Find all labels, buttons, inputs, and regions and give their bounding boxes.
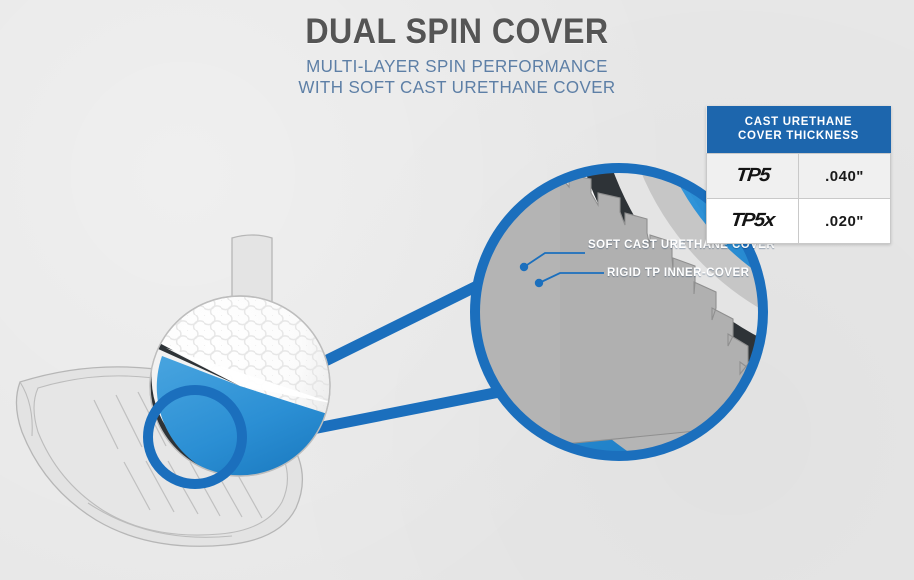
table-header-line-1: CAST URETHANE xyxy=(744,116,853,128)
leader-dot-urethane xyxy=(519,262,529,272)
table-cell-model: TP5 xyxy=(706,153,799,199)
table-header-row: CAST URETHANE COVER THICKNESS xyxy=(706,106,891,154)
leader-line-urethane xyxy=(523,252,585,268)
table-header-line-2: COVER THICKNESS xyxy=(737,130,860,142)
ball-cut-highlight xyxy=(166,348,330,404)
table-cell-thickness: .040" xyxy=(798,153,891,199)
subtitle-line-2: WITH SOFT CAST URETHANE COVER xyxy=(298,77,616,97)
table-row: TP5 .040" xyxy=(706,153,891,199)
table-cell-model: TP5x xyxy=(706,198,799,244)
table-row: TP5x .020" xyxy=(706,198,891,244)
page-subtitle: MULTI-LAYER SPIN PERFORMANCE WITH SOFT C… xyxy=(14,56,901,98)
club-sole-line xyxy=(87,502,233,538)
magnifier-focus-circle xyxy=(143,385,247,489)
table-cell-thickness: .020" xyxy=(798,198,891,244)
callout-label-rigid-tp-inner-cover: RIGID TP INNER-COVER xyxy=(607,267,750,279)
tp5x-logo: TP5x xyxy=(729,210,776,231)
callout-leader-lines xyxy=(523,252,604,284)
tp5-logo: TP5 xyxy=(734,165,771,186)
page-title: DUAL SPIN COVER xyxy=(305,12,609,51)
cover-thickness-table: CAST URETHANE COVER THICKNESS TP5 .040" … xyxy=(706,106,891,244)
header-block: DUAL SPIN COVER MULTI-LAYER SPIN PERFORM… xyxy=(0,0,914,98)
table-header-cell: CAST URETHANE COVER THICKNESS xyxy=(706,106,891,154)
subtitle-line-1: MULTI-LAYER SPIN PERFORMANCE xyxy=(306,56,608,76)
leader-dot-inner-cover xyxy=(534,278,544,288)
leader-line-inner-cover xyxy=(538,272,604,284)
callout-leader-dots xyxy=(519,262,544,288)
lens-ring xyxy=(470,163,768,461)
